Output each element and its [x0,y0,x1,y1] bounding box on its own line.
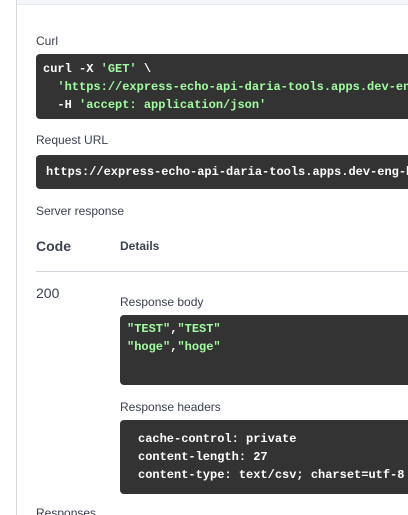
body-line-1-a: "TEST" [127,322,171,336]
curl-url: 'https://express-echo-api-daria-tools.ap… [57,80,408,94]
details-column-header: Details [120,239,160,253]
body-line-1-sep: , [170,322,178,336]
curl-flag-x: -X [79,62,94,76]
header-line-3: content-type: text/csv; charset=utf-8 [138,468,405,482]
response-code: 200 [36,285,60,301]
body-line-2: "hoge","hoge" [127,340,221,354]
response-body-block[interactable]: "TEST","TEST" "hoge","hoge" [120,315,408,385]
curl-line-1: curl -X 'GET' \ [43,62,151,76]
curl-cmd: curl [43,62,72,76]
curl-label: Curl [36,34,59,48]
request-url-label: Request URL [36,133,109,147]
panel-top-strip [17,0,408,5]
code-column-header: Code [36,238,71,254]
request-url-value: https://express-echo-api-daria-tools.app… [46,165,408,179]
curl-header: 'accept: application/json' [79,98,267,112]
table-header-divider [36,271,408,272]
server-response-label: Server response [36,204,125,218]
body-line-2-a: "hoge" [127,340,171,354]
body-line-1: "TEST","TEST" [127,322,221,336]
curl-method: 'GET' [100,62,137,76]
curl-line-3: -H 'accept: application/json' [43,98,266,112]
body-line-2-sep: , [170,340,178,354]
request-url-block[interactable]: https://express-echo-api-daria-tools.app… [36,155,408,189]
curl-backslash: \ [143,62,152,76]
header-line-1: cache-control: private [138,432,297,446]
curl-flag-h: -H [57,98,72,112]
body-line-2-b: "hoge" [177,340,221,354]
response-headers-label: Response headers [120,400,221,414]
response-body-label: Response body [120,295,204,309]
body-line-1-b: "TEST" [177,322,221,336]
curl-line-2: 'https://express-echo-api-daria-tools.ap… [43,80,408,94]
curl-code-block[interactable]: curl -X 'GET' \ 'https://express-echo-ap… [36,54,408,119]
responses-label: Responses [36,506,97,515]
header-line-2: content-length: 27 [138,450,268,464]
response-headers-block[interactable]: cache-control: private content-length: 2… [120,420,408,494]
